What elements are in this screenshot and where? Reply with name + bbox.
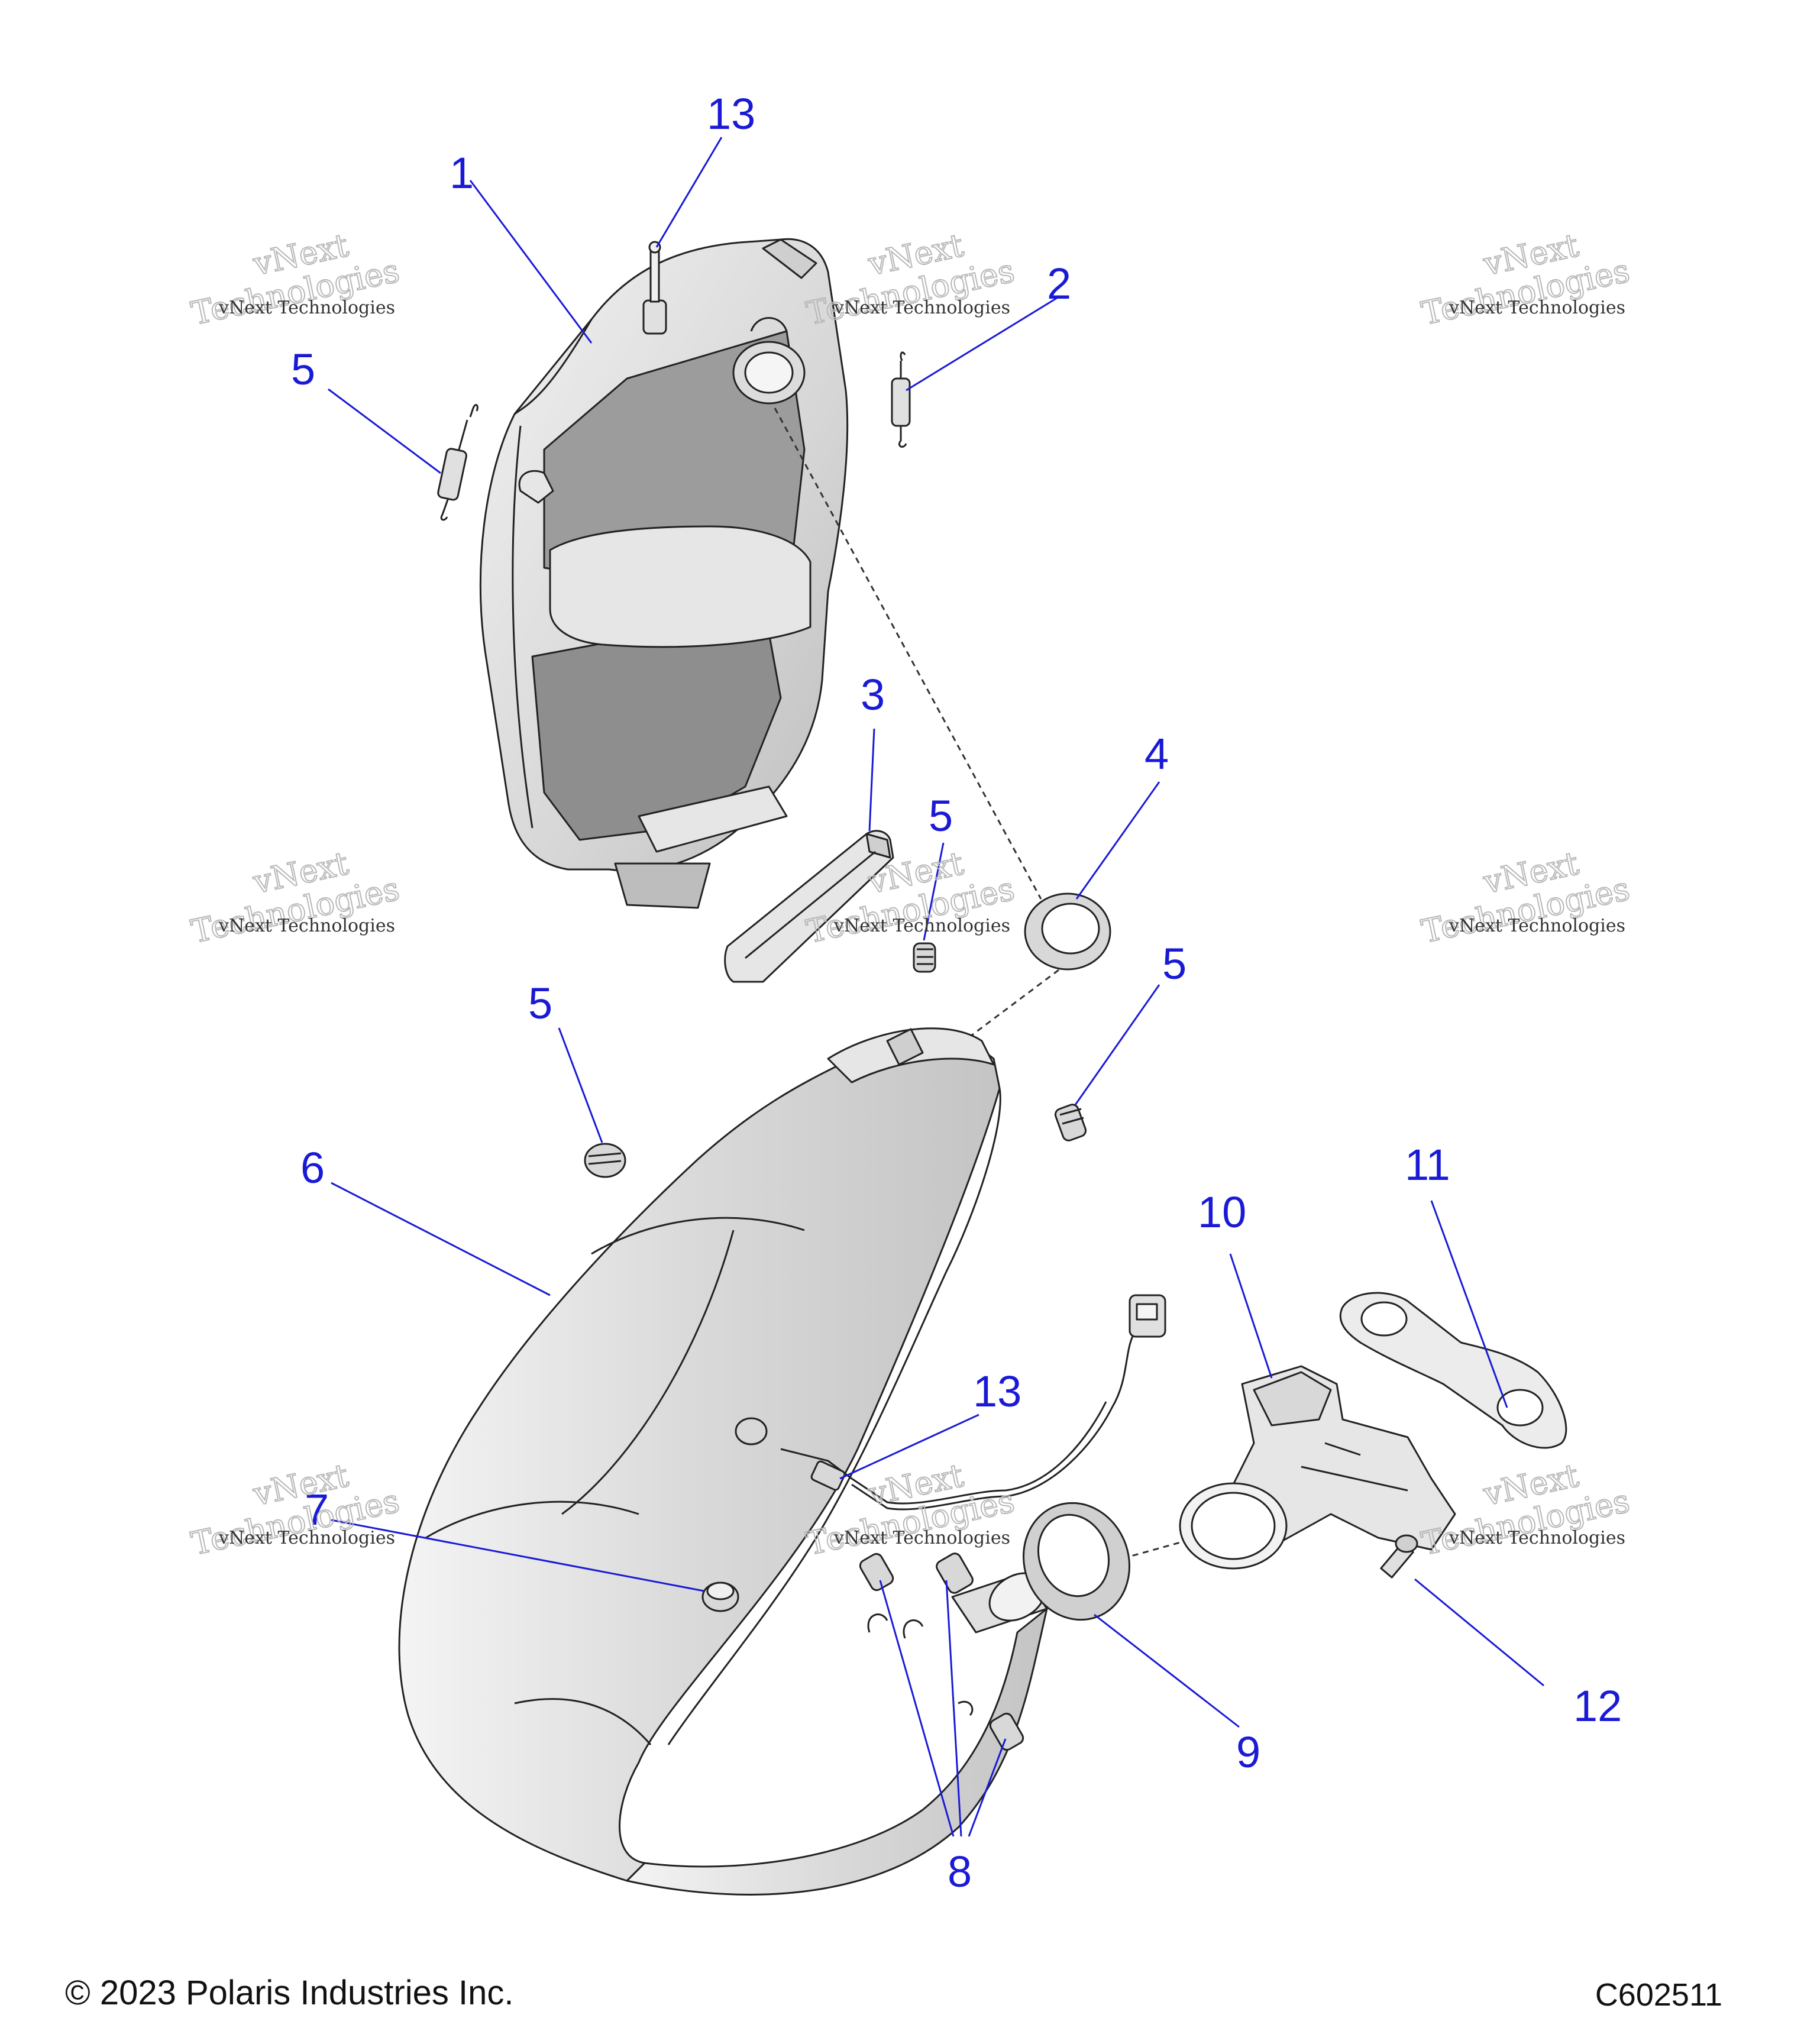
svg-text:vNext Technologies: vNext Technologies	[1449, 1528, 1625, 1548]
watermark-3: vNext Technologies vNext Technologies	[1418, 226, 1634, 333]
alignment-line-bottom	[1111, 1531, 1219, 1563]
callout-12: 12	[1573, 1681, 1622, 1731]
callout-11: 11	[1405, 1140, 1450, 1189]
spring-part-5-middle	[913, 942, 936, 973]
bolt-part-12	[1380, 1534, 1418, 1579]
o2-sensor-part-13	[780, 1294, 1166, 1511]
expansion-chamber-part-6	[398, 1027, 1048, 1896]
callout-6: 6	[300, 1143, 325, 1192]
svg-text:vNext Technologies: vNext Technologies	[218, 297, 395, 318]
exhaust-manifold-part-10	[1179, 1365, 1456, 1570]
watermark-6: vNext Technologies vNext Technologies	[1418, 844, 1634, 951]
ring-gasket-part-4	[1024, 892, 1111, 971]
watermark-4: vNext Technologies vNext Technologies	[187, 844, 403, 951]
callout-5-top: 5	[291, 345, 315, 394]
watermark-7: vNext Technologies vNext Technologies	[187, 1456, 403, 1563]
svg-text:vNext Technologies: vNext Technologies	[833, 297, 1010, 318]
callout-1: 1	[450, 148, 474, 198]
copyright-notice: © 2023 Polaris Industries Inc.	[65, 1974, 514, 2012]
callout-5-right: 5	[1162, 939, 1186, 988]
spring-part-5-right	[1054, 1104, 1087, 1141]
callout-9: 9	[1236, 1728, 1260, 1777]
spring-part-5-top	[437, 404, 479, 521]
svg-text:vNext Technologies: vNext Technologies	[218, 916, 395, 936]
leader-lines	[328, 137, 1544, 1837]
spring-part-5-left	[584, 1143, 626, 1178]
alignment-line-top	[774, 407, 1059, 1042]
heat-shield-part-3	[724, 830, 894, 983]
spring-part-2	[891, 351, 911, 448]
svg-text:vNext Technologies: vNext Technologies	[1449, 916, 1625, 936]
silencer-part	[479, 238, 849, 909]
svg-text:vNext Technologies: vNext Technologies	[218, 1528, 395, 1548]
manifold-gasket-part-11	[1339, 1292, 1567, 1449]
callout-5-middle: 5	[929, 791, 953, 840]
callout-2: 2	[1047, 259, 1071, 308]
figure-code: C602511	[1595, 1977, 1722, 2013]
callout-7: 7	[305, 1485, 329, 1534]
watermark-1: vNext Technologies vNext Technologies	[187, 226, 403, 333]
svg-text:vNext Technologies: vNext Technologies	[833, 1528, 1010, 1548]
callout-3: 3	[861, 670, 885, 719]
callout-13-bottom: 13	[973, 1367, 1021, 1416]
callout-4: 4	[1144, 729, 1169, 778]
callout-5-left: 5	[528, 979, 552, 1028]
callout-8: 8	[948, 1847, 972, 1896]
callout-labels: 1 13 2 5 3 5 4 5 5 6 10 11 13 7 12 9 8	[291, 89, 1622, 1896]
plug-part-7	[701, 1581, 739, 1612]
svg-text:vNext Technologies: vNext Technologies	[1449, 297, 1625, 318]
svg-text:vNext Technologies: vNext Technologies	[833, 916, 1010, 936]
callout-10: 10	[1198, 1188, 1246, 1237]
callout-13-top: 13	[707, 89, 755, 138]
